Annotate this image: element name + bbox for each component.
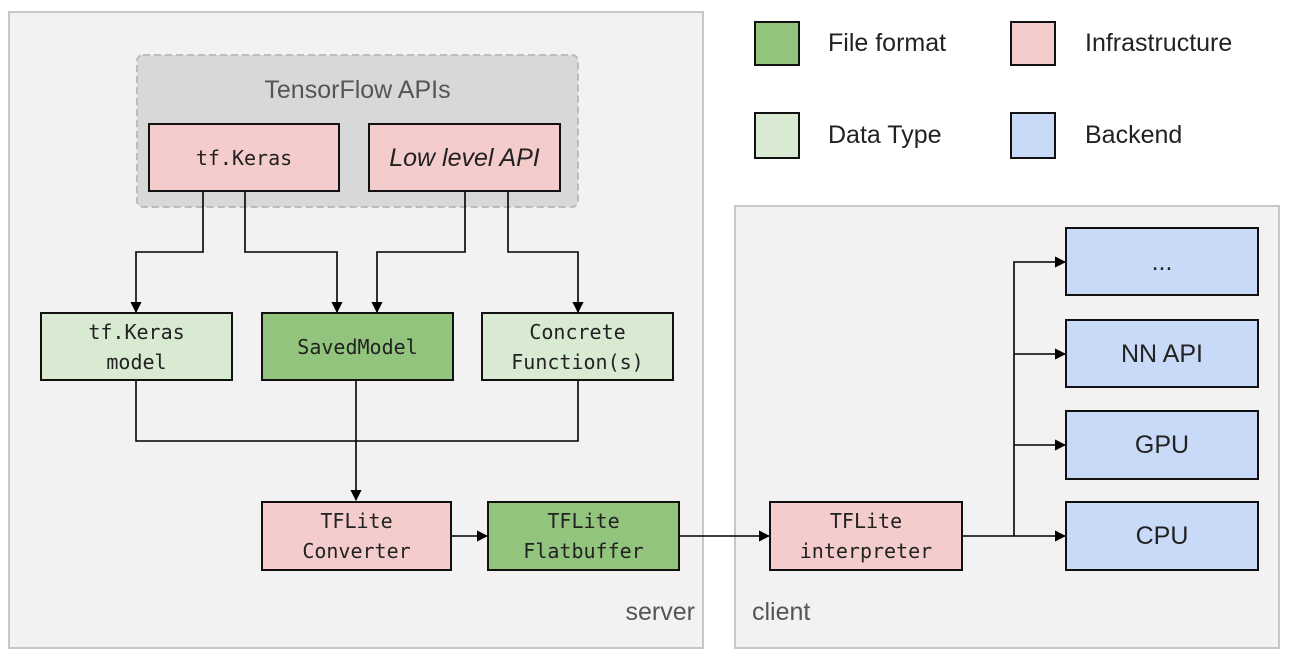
tflite-interpreter-label: TFLite interpreter [799,509,933,563]
legend-label-backend: Backend [1085,121,1183,149]
tf-keras-model-box [40,312,233,381]
legend-swatch-backend [1010,112,1056,159]
tf-keras-model-label: tf.Keras model [88,319,185,374]
server-region-label: server [625,598,695,626]
backend-more-label: ... [1151,247,1173,276]
gpu-box [1065,410,1259,480]
nn-api-label: NN API [1121,339,1203,368]
cpu-label: CPU [1135,522,1189,550]
tflite-converter-box [261,501,452,571]
legend-swatch-file-format [754,21,800,66]
nn-api-box [1065,319,1259,388]
legend-label-data-type: Data Type [828,121,942,149]
cpu-box [1065,501,1259,571]
legend-label-file-format: File format [828,29,947,57]
edge-keras-to-keras-model [130,191,204,314]
tflite-interpreter-box [769,501,963,571]
tflite-flatbuffer-box [487,501,680,571]
group-label: TensorFlow APIs [264,76,451,104]
edge-merge-inputs [135,380,579,442]
backend-more-box [1065,227,1259,296]
savedmodel-box [261,312,454,381]
concrete-functions-box [481,312,674,381]
edge-lowlevel-to-concrete [507,191,584,314]
edge-lowlevel-to-savedmodel [371,191,466,314]
edge-keras-to-savedmodel [244,191,343,314]
tf-keras-box [148,123,340,192]
client-region-label: client [752,598,811,626]
savedmodel-label: SavedModel [297,334,418,359]
legend-swatch-data-type [754,112,800,159]
legend-label-infrastructure: Infrastructure [1085,29,1233,57]
gpu-label: GPU [1134,431,1190,459]
concrete-functions-label: Concrete Function(s) [511,319,644,374]
low-level-api-label: Low level API [389,143,540,172]
connectors [130,191,1067,542]
legend-swatch-infrastructure [1010,21,1056,66]
tf-keras-label: tf.Keras [195,145,293,170]
tflite-converter-label: TFLite Converter [302,509,411,563]
low-level-api-box [368,123,561,192]
tflite-flatbuffer-label: TFLite Flatbuffer [523,509,644,563]
